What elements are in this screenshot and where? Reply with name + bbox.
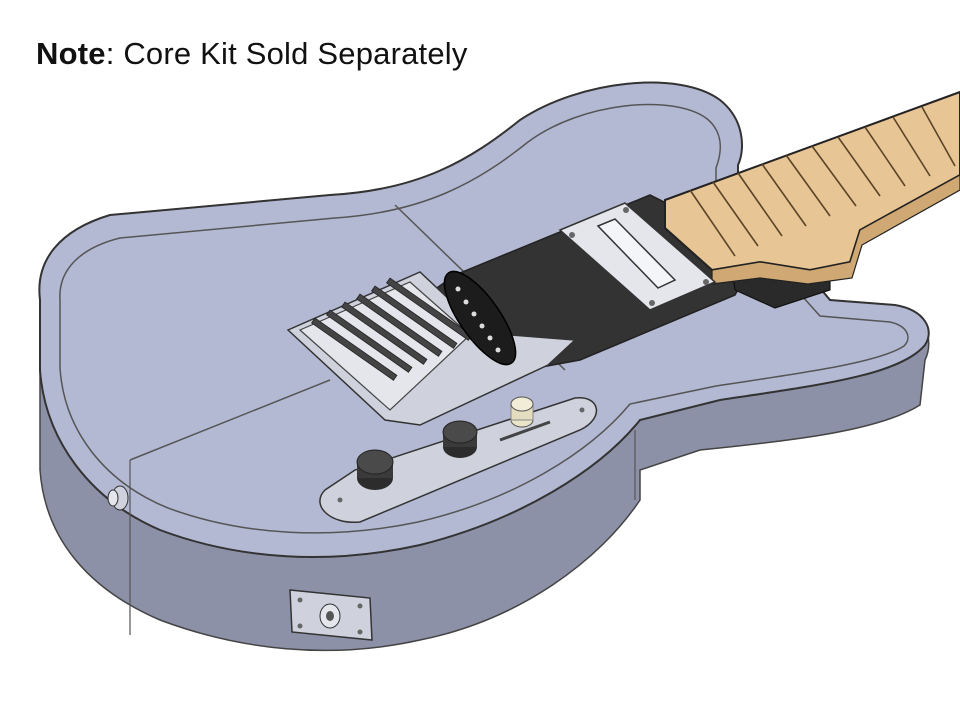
note-caption: Note: Core Kit Sold Separately (36, 36, 468, 72)
neck-frets (689, 106, 956, 257)
bridge-saddles (311, 277, 473, 381)
strap-button (107, 485, 129, 511)
control-plate (319, 396, 598, 523)
note-text: Core Kit Sold Separately (123, 36, 468, 71)
bridge-assembly (286, 271, 577, 426)
guitar-body-binding (59, 103, 909, 534)
tone-knob (442, 420, 478, 458)
note-separator: : (105, 36, 124, 71)
neck-side (711, 174, 960, 285)
volume-knob (356, 449, 394, 490)
selector-switch (499, 396, 551, 442)
output-jack-plate (289, 589, 373, 641)
body-seam-lower (129, 379, 331, 461)
note-label: Note (36, 36, 106, 71)
neck-pickup-cover (558, 202, 717, 311)
bridge-pickup (443, 270, 517, 366)
